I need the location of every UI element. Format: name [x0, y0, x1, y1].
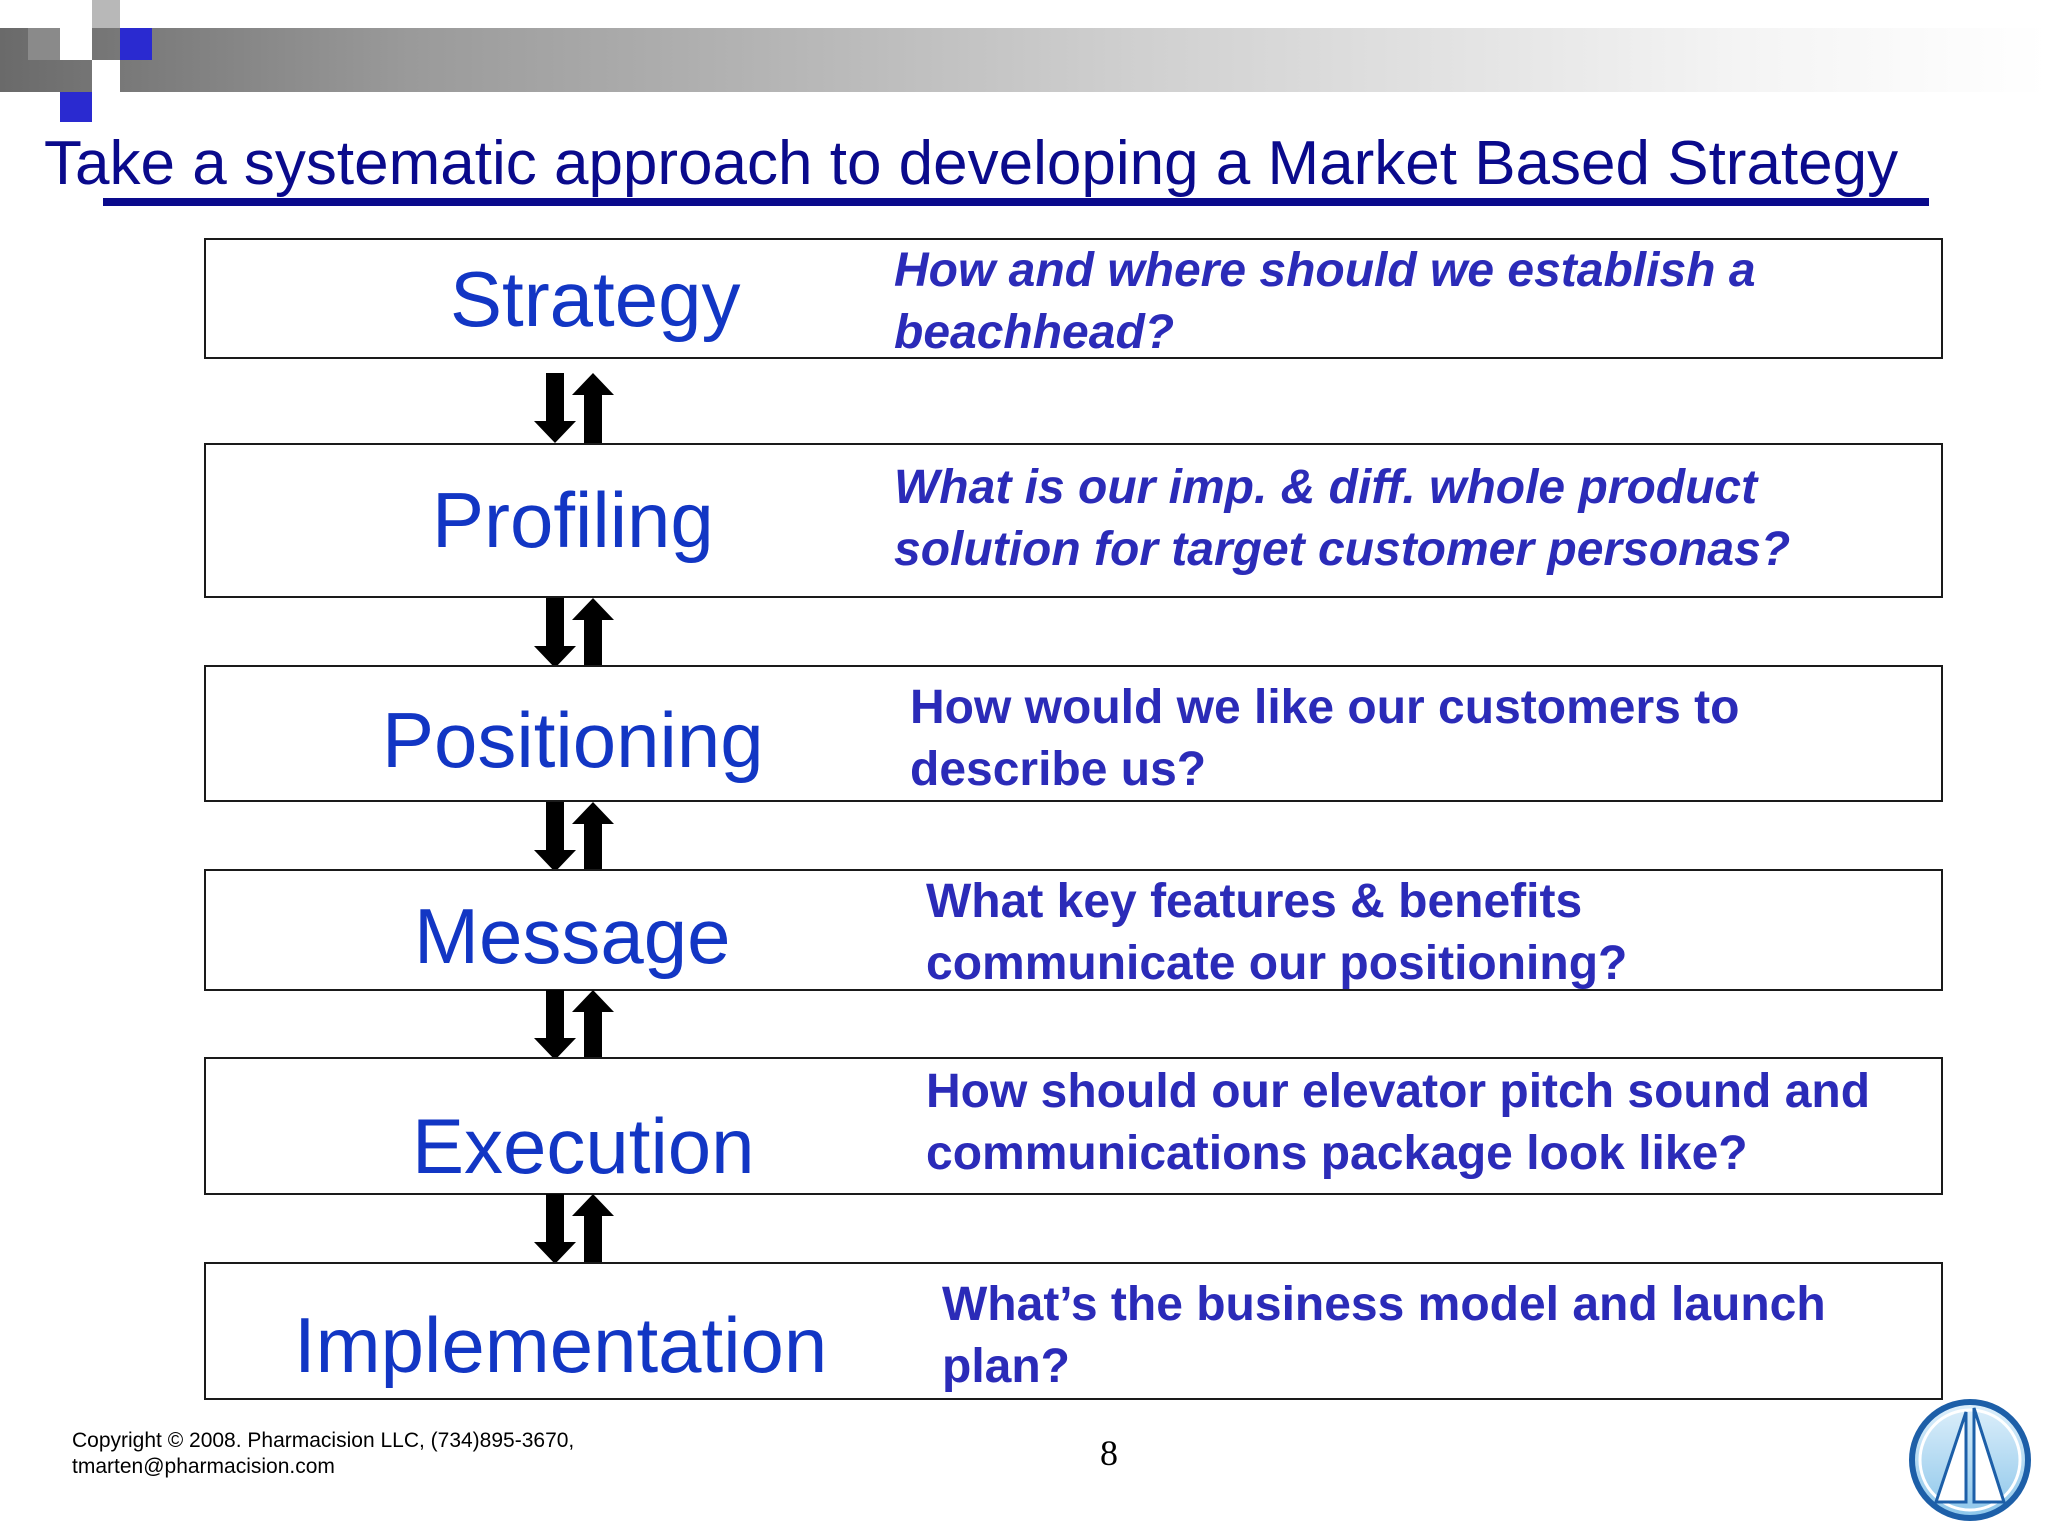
step-question-strategy: How and where should we establish a beac… — [894, 240, 1756, 364]
step-label-positioning: Positioning — [382, 696, 764, 784]
down-up-arrows-icon — [534, 1194, 614, 1264]
copyright-email: tmarten@pharmacision.com — [72, 1455, 335, 1478]
step-label-implementation: Implementation — [294, 1301, 828, 1389]
step-question-line: beachhead? — [894, 306, 1175, 359]
header-square-blue — [120, 28, 152, 60]
title-underline — [103, 198, 1929, 206]
footer-copyright: Copyright © 2008. Pharmacision LLC, (734… — [72, 1428, 574, 1480]
step-question-message: What key features & benefits communicate… — [926, 871, 1627, 995]
step-box-message: Message What key features & benefits com… — [204, 869, 1943, 991]
down-up-arrows-icon — [534, 990, 614, 1060]
step-question-line: What is our imp. & diff. whole product — [894, 461, 1758, 514]
step-question-line: What’s the business model and launch — [942, 1278, 1826, 1331]
step-box-positioning: Positioning How would we like our custom… — [204, 665, 1943, 802]
sailboat-logo-icon — [1909, 1399, 2031, 1521]
header-square-white — [92, 60, 120, 92]
step-question-execution: How should our elevator pitch sound and … — [926, 1061, 1870, 1185]
step-box-profiling: Profiling What is our imp. & diff. whole… — [204, 443, 1943, 598]
step-question-line: communicate our positioning? — [926, 937, 1628, 990]
step-question-line: How would we like our customers to — [910, 681, 1740, 734]
step-box-implementation: Implementation What’s the business model… — [204, 1262, 1943, 1400]
step-box-execution: Execution How should our elevator pitch … — [204, 1057, 1943, 1195]
step-question-implementation: What’s the business model and launch pla… — [942, 1274, 1826, 1398]
step-question-line: communications package look like? — [926, 1127, 1748, 1180]
down-up-arrows-icon — [534, 373, 614, 443]
header-square-gray-light — [92, 0, 120, 28]
step-question-line: How and where should we establish a — [894, 244, 1756, 297]
copyright-line: Copyright © 2008. Pharmacision LLC, (734… — [72, 1429, 575, 1452]
step-box-strategy: Strategy How and where should we establi… — [204, 238, 1943, 359]
step-label-message: Message — [414, 892, 731, 980]
step-question-line: What key features & benefits — [926, 875, 1583, 928]
step-label-strategy: Strategy — [450, 255, 741, 343]
header-square-gray — [28, 28, 60, 60]
step-label-profiling: Profiling — [432, 476, 714, 564]
step-question-line: plan? — [942, 1340, 1070, 1393]
header-square-blue — [60, 92, 92, 122]
step-label-execution: Execution — [412, 1102, 755, 1190]
step-question-profiling: What is our imp. & diff. whole product s… — [894, 457, 1790, 581]
slide-title: Take a systematic approach to developing… — [44, 129, 1899, 198]
step-question-positioning: How would we like our customers to descr… — [910, 677, 1739, 801]
down-up-arrows-icon — [534, 598, 614, 668]
step-question-line: describe us? — [910, 743, 1207, 796]
page-number: 8 — [1100, 1433, 1118, 1473]
down-up-arrows-icon — [534, 802, 614, 872]
header-square-white — [60, 28, 92, 60]
step-question-line: solution for target customer personas? — [894, 523, 1791, 576]
header-gradient-bar — [0, 28, 2048, 92]
step-question-line: How should our elevator pitch sound and — [926, 1065, 1871, 1118]
